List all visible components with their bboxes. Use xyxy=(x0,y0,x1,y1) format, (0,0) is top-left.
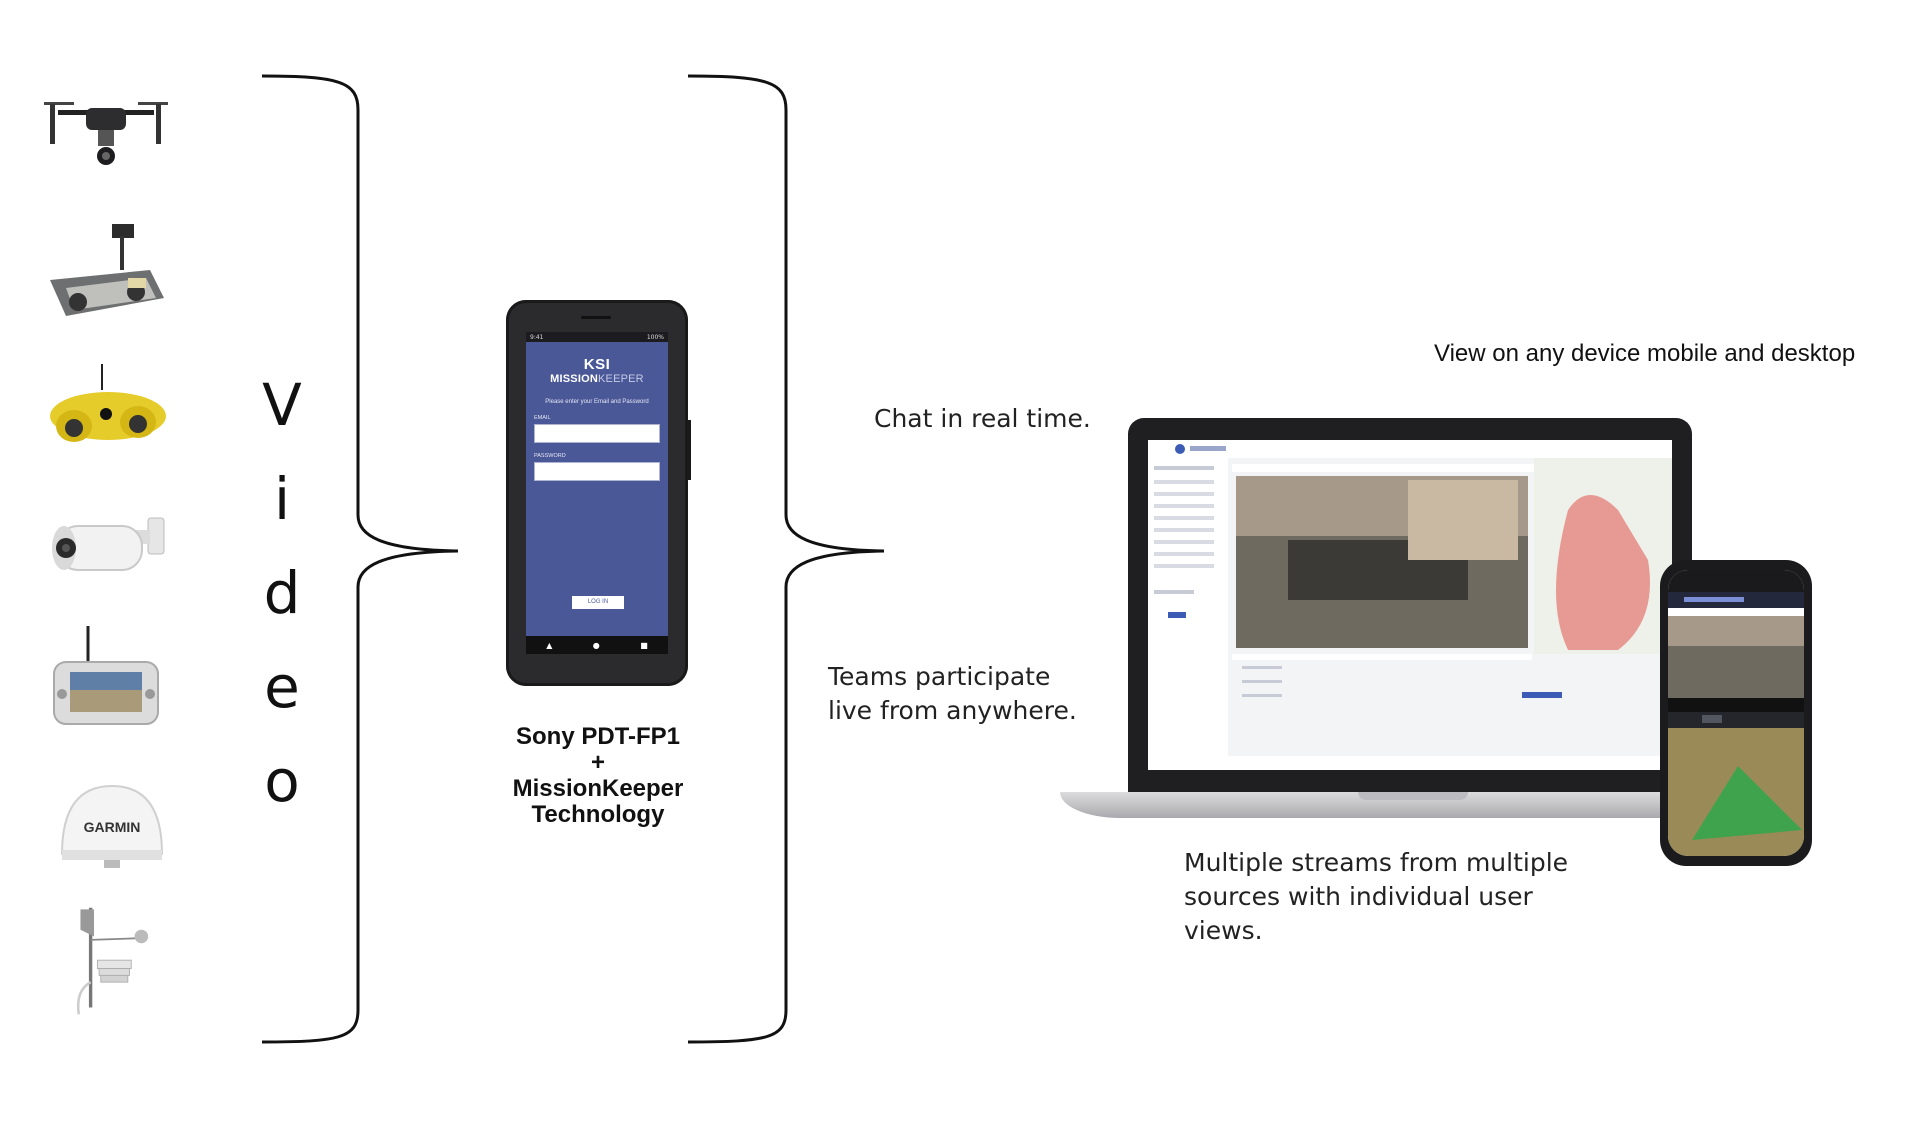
caption-line: + xyxy=(590,749,605,776)
phone-status-bar: 9:41 100% xyxy=(526,332,668,342)
streams-line: sources with individual user xyxy=(1184,882,1533,911)
status-time: 9:41 xyxy=(530,333,544,341)
video-letter: e xyxy=(264,653,300,721)
robot-icon xyxy=(40,218,170,328)
login-prompt: Please enter your Email and Password xyxy=(545,399,649,405)
android-nav-bar: ▲ ● ■ xyxy=(526,636,668,654)
email-label: EMAIL xyxy=(534,415,551,421)
caption-line: MissionKeeper xyxy=(512,775,684,802)
chat-note: Chat in real time. xyxy=(874,404,1091,433)
password-field[interactable] xyxy=(534,462,660,481)
mobile-app-ui xyxy=(1668,570,1804,856)
phone-side-button xyxy=(688,420,691,480)
streams-note: Multiple streams from multiple sources w… xyxy=(1184,846,1568,948)
back-icon[interactable]: ▲ xyxy=(546,640,553,650)
video-letter: V xyxy=(262,371,302,439)
teams-line: live from anywhere. xyxy=(828,696,1077,725)
right-brace xyxy=(687,74,885,1044)
email-field[interactable] xyxy=(534,424,660,443)
phone-login-screen: 9:41 100% KSI MISSIONKEEPER Please enter… xyxy=(526,332,668,654)
login-button[interactable]: LOG IN xyxy=(572,596,624,609)
logo-missionkeeper: MISSIONKEEPER xyxy=(526,373,668,385)
remote-controller-icon xyxy=(40,624,170,734)
phone-speaker xyxy=(581,316,611,319)
streams-line: Multiple streams from multiple xyxy=(1184,848,1569,877)
laptop-screen xyxy=(1148,440,1672,770)
phone-caption: Sony PDT-FP1 + MissionKeeper Technology xyxy=(466,724,730,828)
streams-line: views. xyxy=(1184,916,1263,945)
caption-line: Technology xyxy=(531,801,665,828)
video-letter: d xyxy=(263,559,301,627)
laptop-notch xyxy=(1358,792,1468,800)
satellite-antenna-icon: GARMIN xyxy=(40,770,170,880)
garmin-brand-text: GARMIN xyxy=(84,819,141,835)
sony-phone: 9:41 100% KSI MISSIONKEEPER Please enter… xyxy=(506,300,691,686)
home-icon[interactable]: ● xyxy=(592,640,600,650)
weather-station-icon xyxy=(40,906,170,1016)
caption-line: Sony PDT-FP1 xyxy=(515,723,681,750)
drone-icon xyxy=(40,82,170,192)
video-letter: o xyxy=(264,747,300,815)
mobile-phone-screen xyxy=(1668,570,1804,856)
devices-headline: View on any device mobile and desktop xyxy=(1434,340,1856,367)
laptop-app-ui xyxy=(1148,440,1672,770)
video-letter: i xyxy=(273,465,291,533)
teams-note: Teams participate live from anywhere. xyxy=(828,660,1077,728)
logo-mission: MISSION xyxy=(550,373,598,385)
underwater-drone-icon xyxy=(40,360,170,470)
recent-apps-icon[interactable]: ■ xyxy=(640,640,648,650)
status-battery: 100% xyxy=(646,333,664,341)
missionkeeper-logo: KSI MISSIONKEEPER xyxy=(526,356,668,385)
logo-keeper: KEEPER xyxy=(598,373,644,385)
teams-line: Teams participate xyxy=(828,662,1051,691)
security-camera-icon xyxy=(40,498,170,608)
app-logo-icon xyxy=(1175,444,1185,454)
logo-ksi: KSI xyxy=(583,356,611,373)
password-label: PASSWORD xyxy=(534,453,566,459)
